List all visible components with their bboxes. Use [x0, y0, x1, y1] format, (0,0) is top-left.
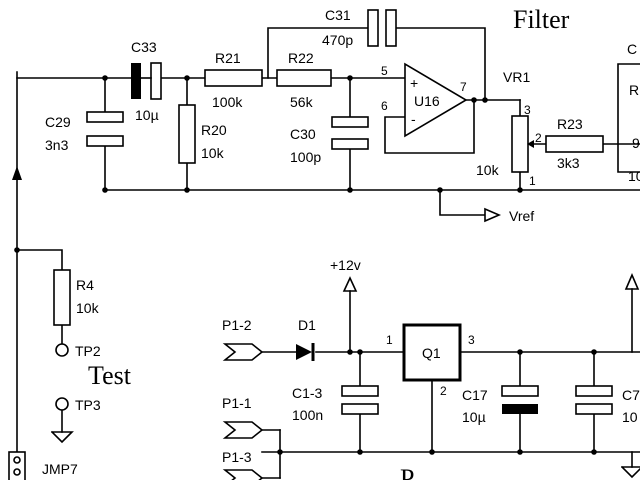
connector-p1-1: P1-1: [222, 395, 264, 439]
u16-plus-sign: +: [410, 75, 418, 91]
c1-3-ref: C1-3: [292, 385, 323, 401]
resistor-r21: R21 100k: [204, 50, 263, 110]
test-wires: [12, 166, 74, 444]
vref-label: Vref: [509, 208, 534, 224]
q1-ref: Q1: [422, 345, 441, 361]
power-section-title: P: [400, 464, 414, 480]
capacitor-c33: C33 10µ: [131, 39, 162, 123]
c31-value: 470p: [322, 32, 353, 48]
resistor-r20: R20 10k: [178, 104, 227, 164]
q1-pin2: 2: [440, 384, 447, 398]
clipped-label-10: 10: [628, 168, 640, 184]
r4-ref: R4: [76, 277, 94, 293]
c29-value: 3n3: [45, 137, 69, 153]
c33-value: 10µ: [135, 107, 159, 123]
c1-3-value: 100n: [292, 407, 323, 423]
r20-value: 10k: [201, 145, 225, 161]
c33-ref: C33: [131, 39, 157, 55]
opamp-u16: + - U16 5 6 7: [381, 62, 468, 138]
testpoint-tp2: TP2: [55, 343, 101, 359]
u16-pin6: 6: [381, 99, 388, 113]
capacitor-c30: C30 100p: [290, 116, 369, 165]
u16-pin5: 5: [381, 64, 388, 78]
clipped-label-c7: C7: [622, 387, 640, 403]
resistor-r22: R22 56k: [276, 50, 332, 110]
regulator-q1: Q1 1 3 2: [386, 323, 475, 398]
q1-pin3: 3: [468, 333, 475, 347]
capacitor-c17: C17 10µ: [462, 385, 539, 425]
r4-value: 10k: [76, 300, 100, 316]
connector-p1-2: P1-2: [222, 317, 264, 361]
r23-value: 3k3: [557, 155, 580, 171]
potentiometer-vr1: VR1 10k 3 2 1: [476, 69, 542, 188]
c30-ref: C30: [290, 126, 316, 142]
clipped-label-10b: 10: [622, 409, 638, 425]
resistor-r4: R4 10k: [53, 269, 100, 326]
power-wires: [259, 272, 640, 479]
r22-value: 56k: [290, 94, 314, 110]
c30-value: 100p: [290, 149, 321, 165]
r22-ref: R22: [288, 50, 314, 66]
c17-value: 10µ: [462, 409, 486, 425]
r21-value: 100k: [212, 94, 243, 110]
connector-p1-3: P1-3: [222, 449, 264, 480]
c31-ref: C31: [325, 7, 351, 23]
r20-ref: R20: [201, 122, 227, 138]
filter-wires: [16, 27, 640, 476]
diode-d1: D1: [296, 317, 316, 361]
vr1-pin2: 2: [535, 131, 542, 145]
filter-section-title: Filter: [513, 5, 570, 34]
p1-2-label: P1-2: [222, 317, 252, 333]
vr1-pin3: 3: [524, 103, 531, 117]
testpoint-tp3: TP3: [55, 397, 101, 413]
vr1-value: 10k: [476, 162, 500, 178]
test-section-title: Test: [88, 361, 132, 390]
tp2-label: TP2: [75, 343, 101, 359]
capacitor-c1-3: C1-3 100n: [292, 385, 379, 423]
capacitor-c7-clipped: C7 10: [575, 385, 640, 425]
capacitor-c31: C31 470p: [322, 7, 397, 48]
d1-ref: D1: [298, 317, 316, 333]
vr1-pin1: 1: [529, 174, 536, 188]
u16-pin7: 7: [460, 80, 467, 94]
u16-ref: U16: [414, 93, 440, 109]
p1-3-label: P1-3: [222, 449, 252, 465]
capacitor-c29: C29 3n3: [45, 111, 124, 153]
r23-ref: R23: [557, 116, 583, 132]
vr1-ref: VR1: [503, 69, 530, 85]
v12-label: +12v: [330, 257, 361, 273]
u16-minus-sign: -: [411, 111, 416, 127]
clipped-label-9: 9: [632, 135, 640, 151]
clipped-label-c: C: [627, 41, 637, 57]
p1-1-label: P1-1: [222, 395, 252, 411]
resistor-r23: R23 3k3: [545, 116, 604, 171]
jmp7-label: JMP7: [42, 461, 78, 477]
q1-pin1: 1: [386, 333, 393, 347]
r21-ref: R21: [215, 50, 241, 66]
clipped-label-r: R: [629, 82, 639, 98]
c29-ref: C29: [45, 114, 71, 130]
tp3-label: TP3: [75, 397, 101, 413]
jumper-jmp7: JMP7: [8, 451, 78, 480]
c17-ref: C17: [462, 387, 488, 403]
